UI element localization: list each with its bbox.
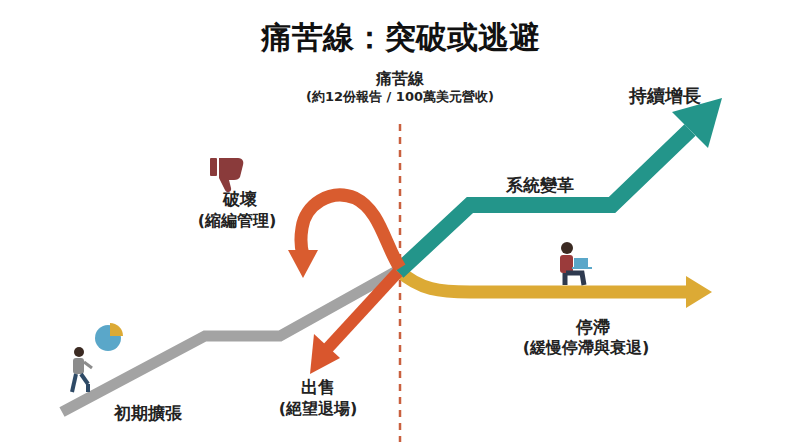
pain-line-label: 痛苦線 (376, 70, 424, 88)
pain-line (399, 124, 402, 442)
stagnation-arrow (398, 270, 688, 292)
outcome-label: 持續增長 (629, 86, 701, 107)
outcome-note: (緩慢停滯與衰退) (523, 339, 650, 357)
outcome-label: 停滯 (576, 318, 610, 338)
outcome-label: 破壞 (223, 190, 257, 210)
downsizing-arrow (301, 195, 400, 268)
phase-label: 初期擴張 (114, 404, 182, 424)
outcome-note: (絕望退場) (279, 400, 358, 418)
diagram-title: 痛苦線：突破或逃避 (261, 20, 540, 56)
sell-arrowhead (310, 334, 340, 374)
growth-arrow (398, 130, 690, 272)
sell-arrow (328, 272, 398, 348)
stagnation-arrowhead (686, 276, 712, 308)
pain-line-note: (約12份報告 / 100萬美元營收) (306, 90, 494, 105)
sitting-person (560, 242, 592, 285)
pie-chart-icon (95, 323, 123, 351)
downsizing-arrowhead (288, 250, 318, 278)
thumbs-down-icon (210, 158, 243, 192)
outcome-label: 出售 (301, 378, 335, 398)
climbing-person (72, 347, 92, 392)
outcome-note: (縮編管理) (198, 212, 277, 230)
initial-growth-line (62, 268, 402, 412)
path-label: 系統變革 (506, 176, 574, 196)
